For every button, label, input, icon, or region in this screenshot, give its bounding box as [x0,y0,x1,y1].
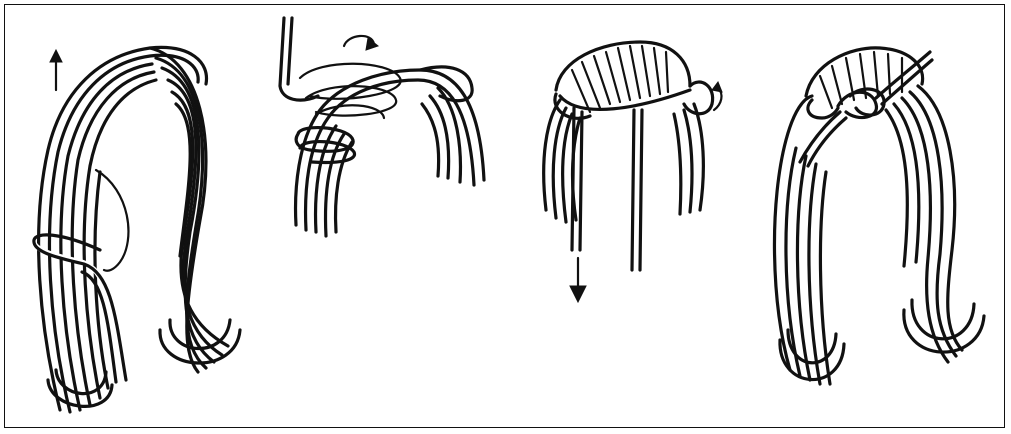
wrap-arrow-icon-2 [712,82,722,92]
arrow-up-icon [50,50,62,62]
arrow-down-icon [570,286,586,302]
panel-1-coil [34,47,240,412]
panel-3-wrapped-head [544,42,722,302]
panel-4-finished-coil [774,48,984,384]
panel-2-wrap [280,18,484,236]
